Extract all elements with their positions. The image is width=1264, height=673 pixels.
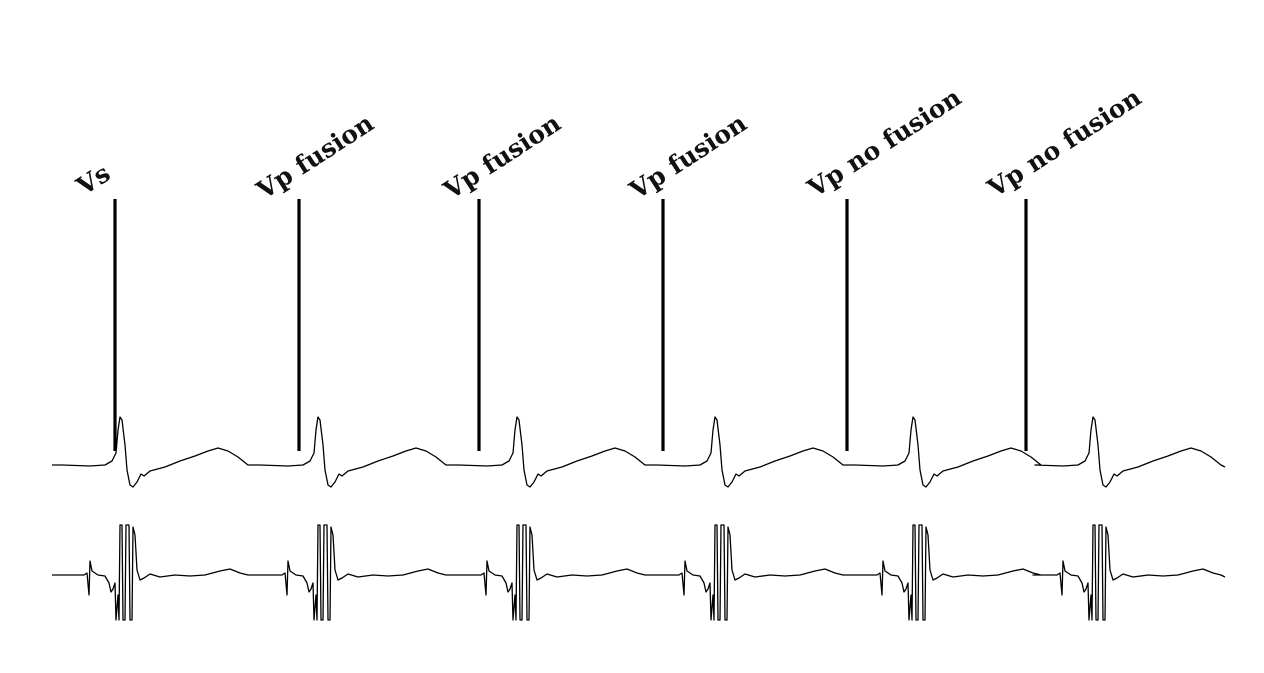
beat-label: Vp fusion: [624, 108, 752, 205]
beat-label: Vp fusion: [251, 108, 379, 205]
beat-label: Vp no fusion: [982, 83, 1147, 204]
surface-ecg-trace: [52, 416, 1226, 488]
beat-label: Vp fusion: [438, 108, 566, 205]
beat-labels: Vs Vp fusion Vp fusion Vp fusion Vp no fusio…: [71, 83, 1147, 206]
beat-label: Vs: [71, 158, 116, 201]
beat-label: Vp no fusion: [802, 83, 967, 204]
egm-trace: [52, 524, 1226, 621]
beat-markers: [113, 199, 1028, 451]
